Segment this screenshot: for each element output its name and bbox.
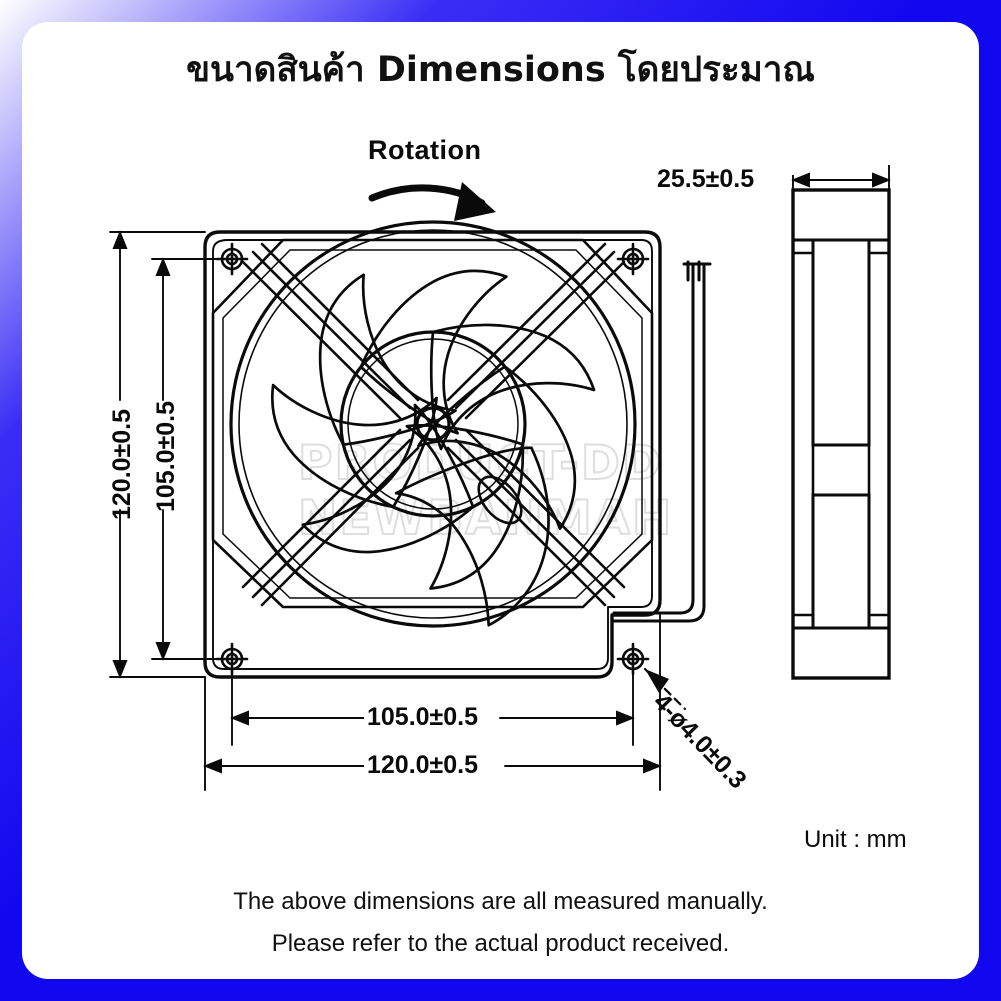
mounting-holes	[215, 242, 650, 676]
rotation-arrow-icon	[368, 182, 496, 221]
dim-height-inner	[151, 257, 233, 661]
fan-venturi-outline	[211, 238, 654, 609]
mounting-hole	[616, 242, 650, 276]
fan-bore-circle	[229, 220, 637, 628]
dim-label-thickness: 25.5±0.5	[655, 165, 757, 194]
dim-width-inner	[230, 658, 635, 746]
fan-venturi-outline-inner	[222, 249, 643, 599]
dim-height-outer	[109, 230, 206, 679]
fan-blade	[318, 273, 457, 447]
note-line-1: The above dimensions are all measured ma…	[233, 888, 768, 915]
dim-label-width-inner: 105.0±0.5	[364, 703, 482, 732]
side-view-group	[791, 165, 891, 680]
fan-blades	[271, 269, 596, 627]
unit-label: Unit : mm	[804, 826, 907, 853]
fan-wire-exit-oval	[477, 475, 523, 525]
fan-inner-frame	[212, 239, 653, 670]
dim-label-height-outer: 120.0±0.5	[108, 408, 136, 520]
power-cable	[612, 260, 712, 623]
dim-width-outer	[203, 614, 662, 791]
fan-support-struts	[241, 242, 626, 607]
rotation-label: Rotation	[368, 135, 482, 165]
page-title: ขนาดสินค้า Dimensions โดยประมาณ	[186, 50, 815, 90]
hole-callout-leader	[643, 667, 687, 711]
fan-outer-frame	[203, 230, 662, 679]
side-view-body	[791, 188, 891, 680]
fan-blade	[271, 383, 438, 509]
dim-thickness	[791, 165, 891, 190]
side-view-cavity-lower	[811, 493, 871, 630]
dim-label-width-outer: 120.0±0.5	[364, 751, 482, 780]
front-view-group	[109, 220, 712, 791]
fan-bore-circle-inner	[238, 229, 628, 619]
dim-label-height-inner: 105.0±0.5	[152, 400, 180, 512]
note-line-2: Please refer to the actual product recei…	[271, 930, 730, 957]
fan-blade	[359, 269, 508, 435]
side-view-cavity-upper	[811, 238, 871, 447]
